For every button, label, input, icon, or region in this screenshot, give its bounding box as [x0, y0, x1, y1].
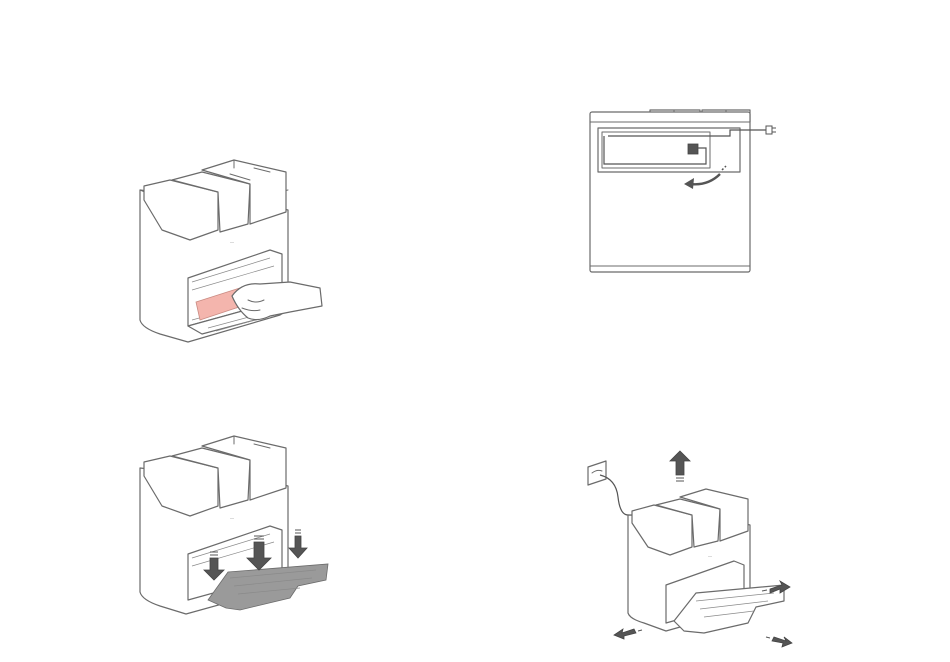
panel-step-1: —	[130, 150, 330, 350]
station-remove-illustration: —	[584, 445, 804, 650]
panel-step-3: —	[130, 428, 340, 628]
cord-recess	[598, 128, 740, 172]
brand-mark: —	[230, 239, 234, 244]
station-wipe-illustration: —	[130, 150, 330, 350]
cord-plug-slot	[688, 144, 698, 154]
station-back-illustration	[580, 100, 780, 280]
brand-mark: —	[708, 553, 712, 558]
panel-step-4: —	[584, 445, 804, 650]
brand-mark: —	[230, 515, 234, 520]
panel-step-2	[580, 100, 780, 280]
power-cord-icon	[600, 475, 640, 515]
wall-socket-icon	[588, 461, 606, 485]
hand-icon	[232, 282, 322, 320]
station-tray-illustration: —	[130, 428, 340, 628]
up-arrow-icon	[670, 451, 690, 481]
